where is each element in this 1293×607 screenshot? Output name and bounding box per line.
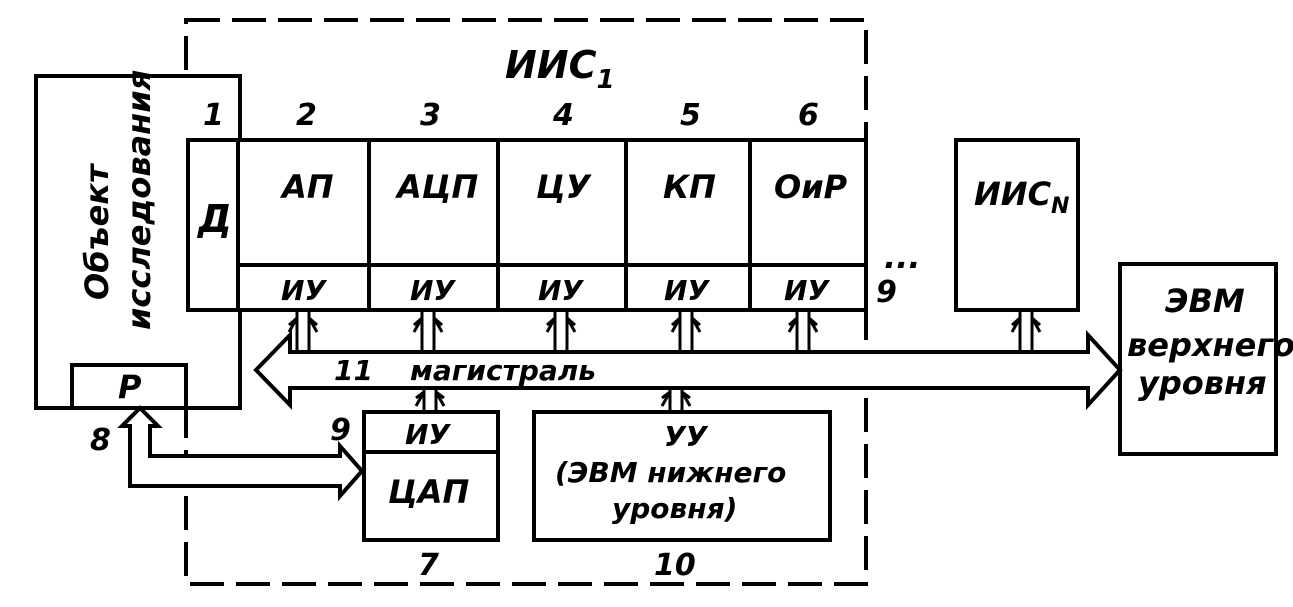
bus-connector xyxy=(287,312,319,350)
dac-interface-label: ИУ xyxy=(405,418,451,451)
module-number: 5 xyxy=(680,98,701,133)
interface-unit-label: ИУ xyxy=(538,274,584,307)
regulator-label: Р xyxy=(118,368,142,406)
modules-row xyxy=(236,138,868,312)
regulator-box xyxy=(70,363,188,410)
dac-box xyxy=(362,410,500,542)
module-number: 3 xyxy=(420,98,441,133)
ellipsis: ... xyxy=(884,238,920,276)
module-number: 2 xyxy=(296,98,317,133)
dac-regulator-arrow xyxy=(117,405,365,502)
control-unit-label-2: (ЭВМ нижнего xyxy=(555,456,786,489)
module-label: АП xyxy=(279,168,334,206)
research-object-label-2: исследования xyxy=(120,70,158,330)
module-label: АЦП xyxy=(394,168,478,206)
regulator-number: 8 xyxy=(90,423,111,458)
sensor-label: Д xyxy=(197,197,232,241)
bus-connector xyxy=(412,312,444,350)
bus-arrow xyxy=(253,329,1123,411)
control-unit-number: 10 xyxy=(654,548,696,583)
iis1-boundary xyxy=(184,18,868,586)
bus-connector xyxy=(545,312,577,350)
interface-unit-label: ИУ xyxy=(281,274,327,307)
dac-label: ЦАП xyxy=(388,473,469,511)
research-object-label-1: Объект xyxy=(78,162,116,300)
iis1-title: ИИС1 xyxy=(505,43,615,95)
module-label: ОиР xyxy=(774,168,848,206)
dac-interface-number: 9 xyxy=(330,413,351,448)
bus-connector xyxy=(787,312,819,350)
interface-unit-label: ИУ xyxy=(664,274,710,307)
control-unit-label-3: уровня) xyxy=(612,492,737,525)
upper-computer-label-2: верхнего xyxy=(1127,326,1293,364)
control-unit-box xyxy=(532,410,832,542)
sensor-number: 1 xyxy=(203,98,224,133)
control-unit-label-1: УУ xyxy=(664,420,709,453)
interface-number: 9 xyxy=(876,275,897,310)
module-number: 4 xyxy=(552,98,574,133)
interface-unit-label: ИУ xyxy=(410,274,456,307)
bus-connector xyxy=(670,312,702,350)
bus-connector xyxy=(660,390,692,412)
bus-connector xyxy=(1010,312,1042,350)
bus-connector xyxy=(414,390,446,412)
upper-computer-label-3: уровня xyxy=(1138,364,1267,402)
upper-computer-box xyxy=(1118,262,1278,456)
module-label: ЦУ xyxy=(536,168,592,206)
bus-label: магистраль xyxy=(410,354,596,387)
module-number: 6 xyxy=(798,98,819,133)
iisn-box xyxy=(954,138,1080,312)
iisn-label: ИИСN xyxy=(974,175,1069,219)
bus-number: 11 xyxy=(334,354,373,387)
module-label: КП xyxy=(663,168,716,206)
bus-connectors xyxy=(287,312,1042,412)
upper-computer-label-1: ЭВМ xyxy=(1165,282,1245,320)
dac-number: 7 xyxy=(418,548,439,583)
interface-unit-label: ИУ xyxy=(784,274,830,307)
